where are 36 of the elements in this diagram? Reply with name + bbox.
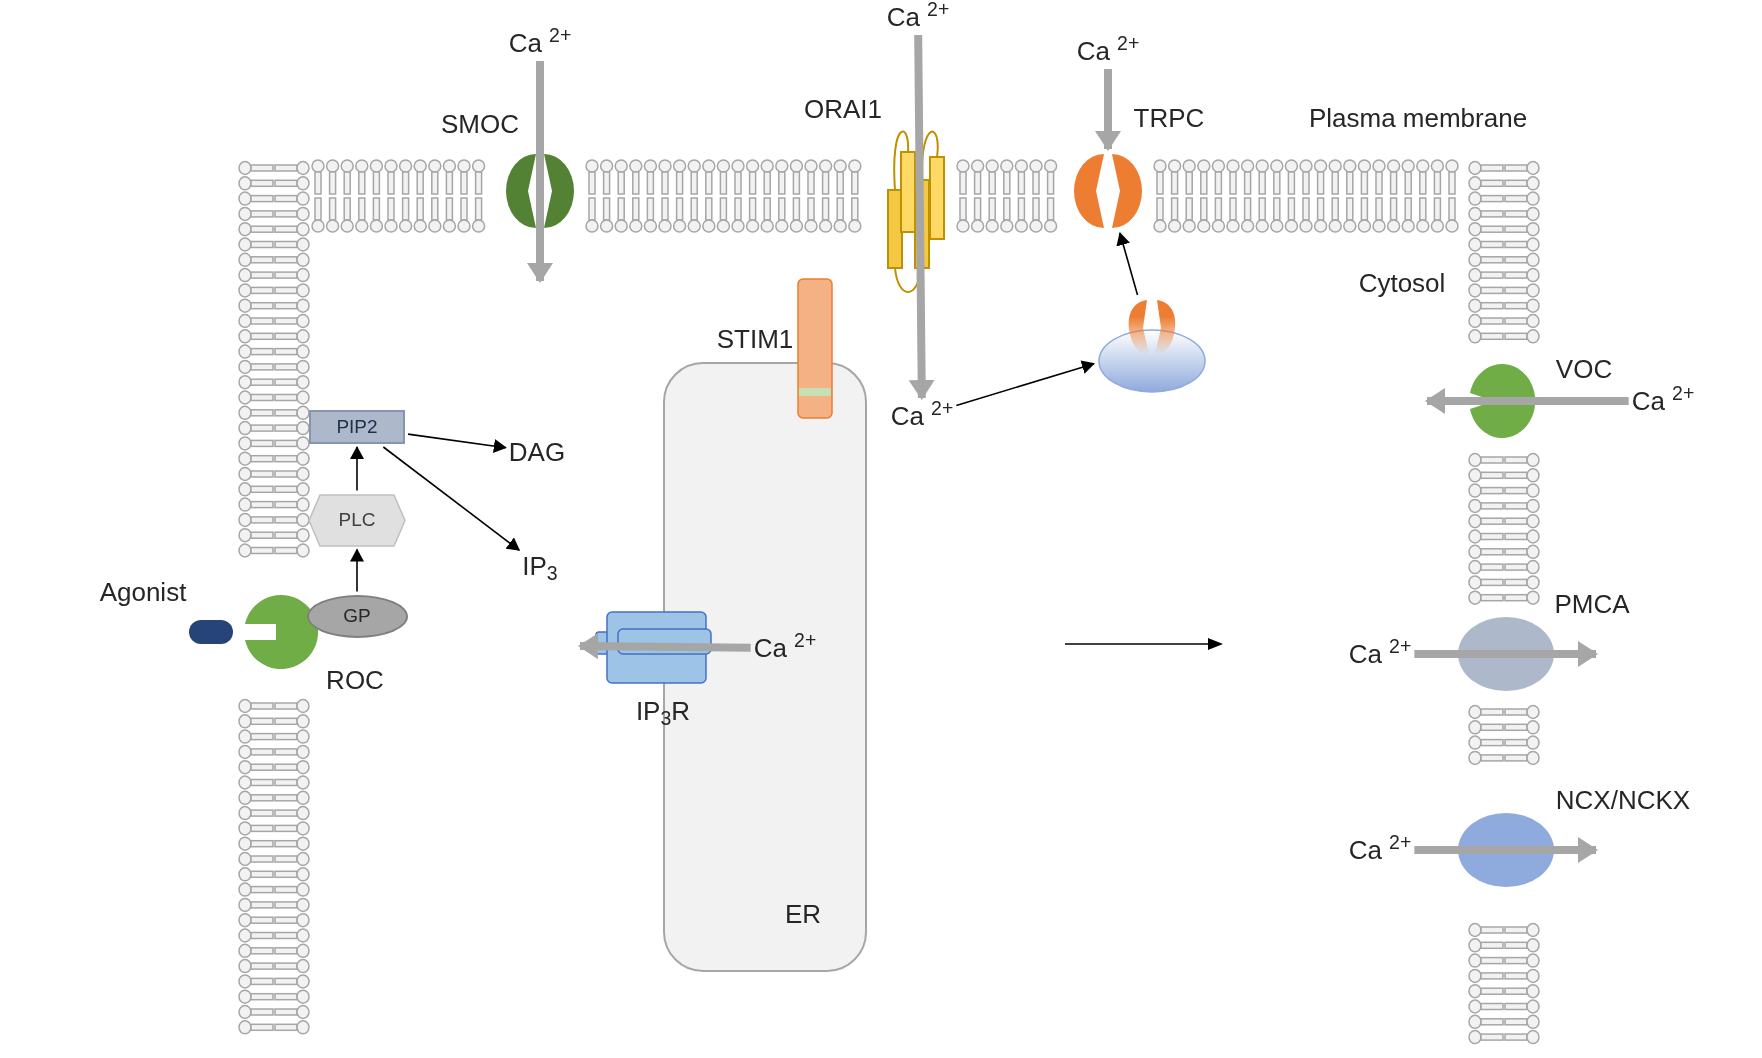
ion-label: IP$_{3}$ — [522, 551, 558, 581]
organelle-label: ER — [784, 898, 821, 931]
arrow — [350, 446, 364, 492]
ellipse-node: GP — [306, 594, 408, 638]
arrow — [350, 548, 364, 593]
organelle-box — [663, 362, 867, 972]
vesicle-drawing — [1097, 298, 1207, 394]
arrow — [955, 360, 1095, 407]
text-label: VOC — [1555, 354, 1613, 384]
arrow — [382, 446, 521, 552]
text-label: ROC — [326, 665, 384, 695]
text-label: Plasma membrane — [1308, 103, 1528, 133]
text-label: SMOC — [441, 109, 519, 139]
ion-label: Ca $^{2+}$ — [890, 401, 954, 431]
ion-channel-drawing — [1073, 152, 1143, 230]
text-label: NCX/NCKX — [1555, 785, 1691, 815]
ion-label: Ca $^{2+}$ — [1076, 36, 1140, 66]
ion-label: Ca $^{2+}$ — [1348, 639, 1412, 669]
molecule-box: PIP2 — [309, 410, 405, 444]
arrow — [1116, 232, 1139, 296]
text-label: PMCA — [1554, 589, 1630, 619]
ion-label: Ca $^{2+}$ — [886, 2, 950, 32]
arrow — [908, 34, 935, 400]
text-label: IP$_{3}$R — [635, 696, 691, 726]
hexagon-node: PLC — [308, 493, 406, 547]
ion-label: Ca $^{2+}$ — [1348, 835, 1412, 865]
text-label: STIM1 — [716, 324, 794, 354]
ion-label: Ca $^{2+}$ — [508, 28, 572, 58]
text-label: TRPC — [1133, 103, 1205, 133]
arrow — [407, 433, 507, 453]
ion-label: DAG — [508, 437, 566, 467]
text-label: ORAI1 — [804, 94, 882, 124]
ion-label: Ca $^{2+}$ — [1631, 386, 1695, 416]
text-label: Cytosol — [1358, 268, 1446, 298]
ion-label: Ca $^{2+}$ — [753, 633, 817, 663]
text-label: Agonist — [99, 577, 187, 607]
